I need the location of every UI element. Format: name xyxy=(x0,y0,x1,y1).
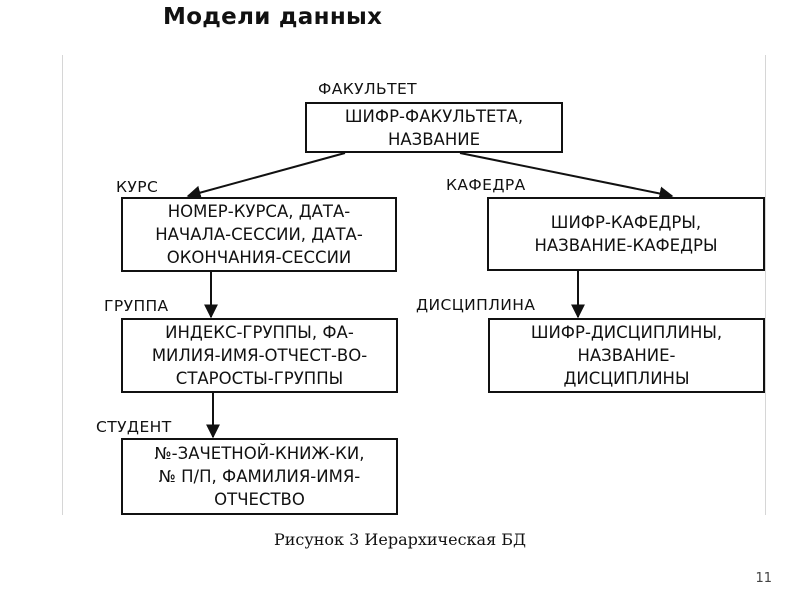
figure-caption: Рисунок 3 Иерархическая БД xyxy=(273,530,527,549)
page-number: 11 xyxy=(755,571,772,586)
discipline-label: ДИСЦИПЛИНА xyxy=(416,296,536,314)
student-box: №-ЗАЧЕТНОЙ-КНИЖ-КИ, № П/П, ФАМИЛИЯ-ИМЯ- … xyxy=(121,438,398,515)
arrow-faculty-to-department xyxy=(459,152,674,201)
arrow-faculty-to-course xyxy=(186,152,346,200)
course-label: КУРС xyxy=(116,178,159,196)
faculty-label: ФАКУЛЬТЕТ xyxy=(318,80,418,98)
group-label: ГРУППА xyxy=(104,297,169,315)
course-box: НОМЕР-КУРСА, ДАТА- НАЧАЛА-СЕССИИ, ДАТА- … xyxy=(121,197,397,272)
faculty-box: ШИФР-ФАКУЛЬТЕТА, НАЗВАНИЕ xyxy=(305,102,563,153)
department-label: КАФЕДРА xyxy=(446,176,526,194)
group-box: ИНДЕКС-ГРУППЫ, ФА- МИЛИЯ-ИМЯ-ОТЧЕСТ-ВО- … xyxy=(121,318,398,393)
student-label: СТУДЕНТ xyxy=(96,418,172,436)
discipline-box: ШИФР-ДИСЦИПЛИНЫ, НАЗВАНИЕ- ДИСЦИПЛИНЫ xyxy=(488,318,765,393)
slide-title: Модели данных xyxy=(163,4,383,30)
department-box: ШИФР-КАФЕДРЫ, НАЗВАНИЕ-КАФЕДРЫ xyxy=(487,197,765,271)
